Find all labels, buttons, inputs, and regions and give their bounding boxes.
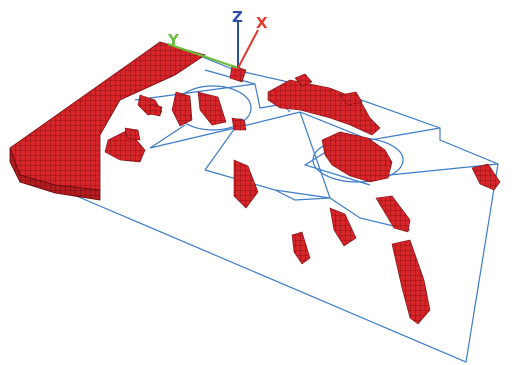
wall-line	[204, 127, 236, 171]
x-axis-line	[237, 29, 259, 69]
voxel-cluster	[339, 91, 363, 106]
voxel-cluster	[171, 91, 193, 127]
wall-line	[204, 111, 331, 199]
wall-line	[379, 163, 499, 177]
voxel-cluster	[267, 79, 381, 136]
voxel-cluster	[321, 131, 393, 183]
wall-line	[274, 189, 331, 201]
voxel-cluster	[233, 159, 259, 209]
voxel-cluster	[291, 231, 311, 265]
voxel-clusters	[104, 64, 501, 325]
z-axis-label: Z	[232, 8, 243, 26]
voxel-cluster	[231, 117, 247, 131]
wall-line	[149, 124, 186, 149]
voxel-block-side	[9, 147, 101, 201]
y-axis-label: Y	[167, 31, 180, 49]
y-axis-line	[167, 43, 239, 69]
voxel-cluster	[149, 103, 163, 117]
voxel-cluster	[329, 207, 357, 247]
voxel-cluster	[229, 64, 247, 83]
voxel-cluster	[375, 195, 411, 233]
axis-gizmo: Y Z X	[167, 8, 268, 69]
voxel-cluster	[124, 127, 141, 141]
voxel-cluster	[294, 73, 313, 87]
voxel-block-large	[9, 41, 206, 201]
wall-line	[149, 111, 441, 149]
voxel-cluster	[391, 239, 431, 325]
x-axis-label: X	[256, 14, 268, 32]
voxel-cluster	[471, 163, 501, 191]
voxel-cluster	[197, 91, 227, 126]
